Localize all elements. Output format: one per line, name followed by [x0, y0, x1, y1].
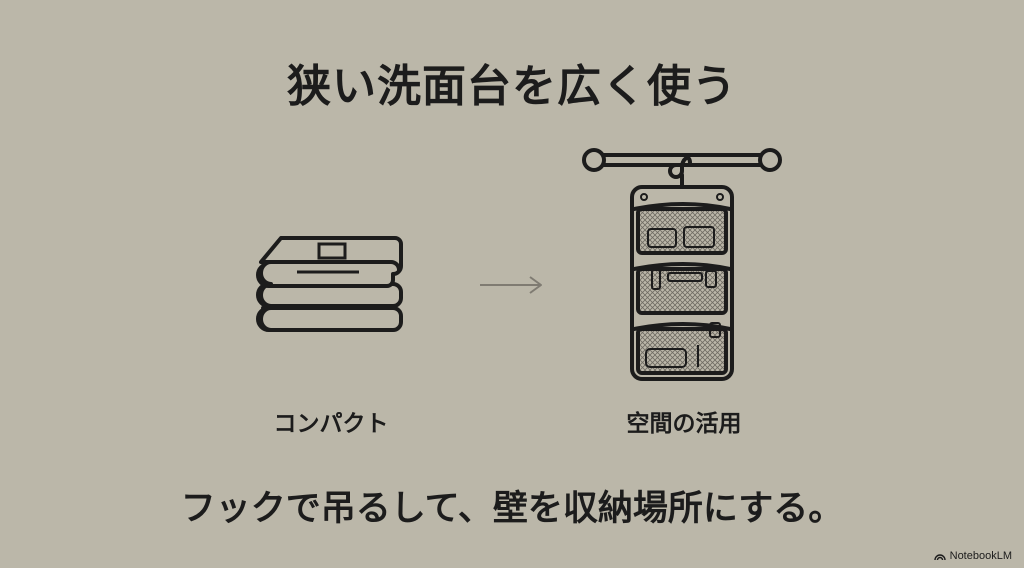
folded-towels-icon	[256, 236, 403, 332]
brand-badge: NotebookLM	[933, 550, 1012, 562]
space-usage-caption: 空間の活用	[626, 411, 742, 437]
compact-caption: コンパクト	[273, 411, 389, 437]
subtitle: フックで吊るして、壁を収納場所にする。	[180, 489, 844, 529]
page-title: 狭い洗面台を広く使う	[287, 61, 737, 112]
arrow-right-icon	[480, 276, 542, 294]
notebooklm-logo-icon	[933, 553, 946, 560]
brand-label: NotebookLM	[949, 550, 1012, 562]
hanging-organizer-icon	[582, 148, 782, 381]
